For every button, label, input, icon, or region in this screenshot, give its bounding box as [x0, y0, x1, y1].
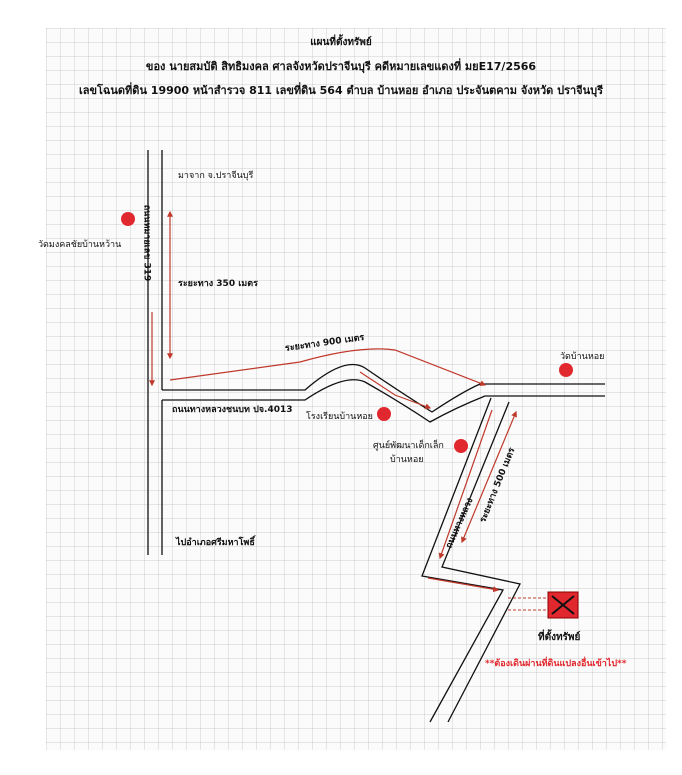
school-marker-icon	[377, 407, 391, 421]
childcare-label-line2: บ้านหอย	[390, 455, 424, 465]
route-arrows	[149, 210, 517, 593]
distance-350-label: ระยะทาง 350 เมตร	[178, 279, 258, 289]
to-direction-label: ไปอำเภอศรีมหาโพธิ์	[176, 538, 255, 548]
vertical-main-road	[147, 150, 163, 555]
route-arrow-village	[438, 409, 493, 560]
distance-arrow-900	[169, 348, 487, 387]
highway-label: ถนนทางหลวงชนบท ปจ.4013	[172, 405, 293, 415]
property-marker-icon	[547, 591, 579, 619]
temple-east-label: วัดบ้านหอย	[560, 352, 605, 362]
childcare-marker-icon	[454, 439, 468, 453]
property-label: ที่ตั้งทรัพย์	[538, 632, 581, 643]
property-access-dashes	[508, 597, 546, 611]
route-arrow-curve	[359, 371, 432, 410]
temple-west-marker-icon	[121, 212, 135, 226]
childcare-label-line1: ศูนย์พัฒนาเด็กเล็ก	[373, 441, 444, 451]
temple-west-label: วัดมงคลชัยบ้านหว้าน	[38, 240, 122, 250]
map-title: แผนที่ตั้งทรัพย์	[310, 37, 372, 48]
access-note: **ต้องเดินผ่านที่ดินแปลงอื่นเข้าไป**	[485, 659, 627, 669]
map-grid-background	[46, 28, 666, 750]
from-direction-label: มาจาก จ.ปราจีนบุรี	[178, 171, 254, 181]
deed-info-line: เลขโฉนดที่ดิน 19900 หน้าสำรวจ 811 เลขที่…	[78, 84, 604, 97]
distance-arrow-500	[461, 410, 517, 544]
school-label: โรงเรียนบ้านหอย	[306, 412, 373, 422]
owner-case-line: ของ นายสมบัติ สิทธิมงคล ศาลจังหวัดปราจีน…	[145, 60, 537, 73]
vertical-road-label: ถนนหมายเลข 319	[141, 204, 152, 282]
route-arrow-bend	[427, 577, 500, 593]
temple-east-marker-icon	[559, 363, 573, 377]
highway-road	[162, 363, 605, 423]
